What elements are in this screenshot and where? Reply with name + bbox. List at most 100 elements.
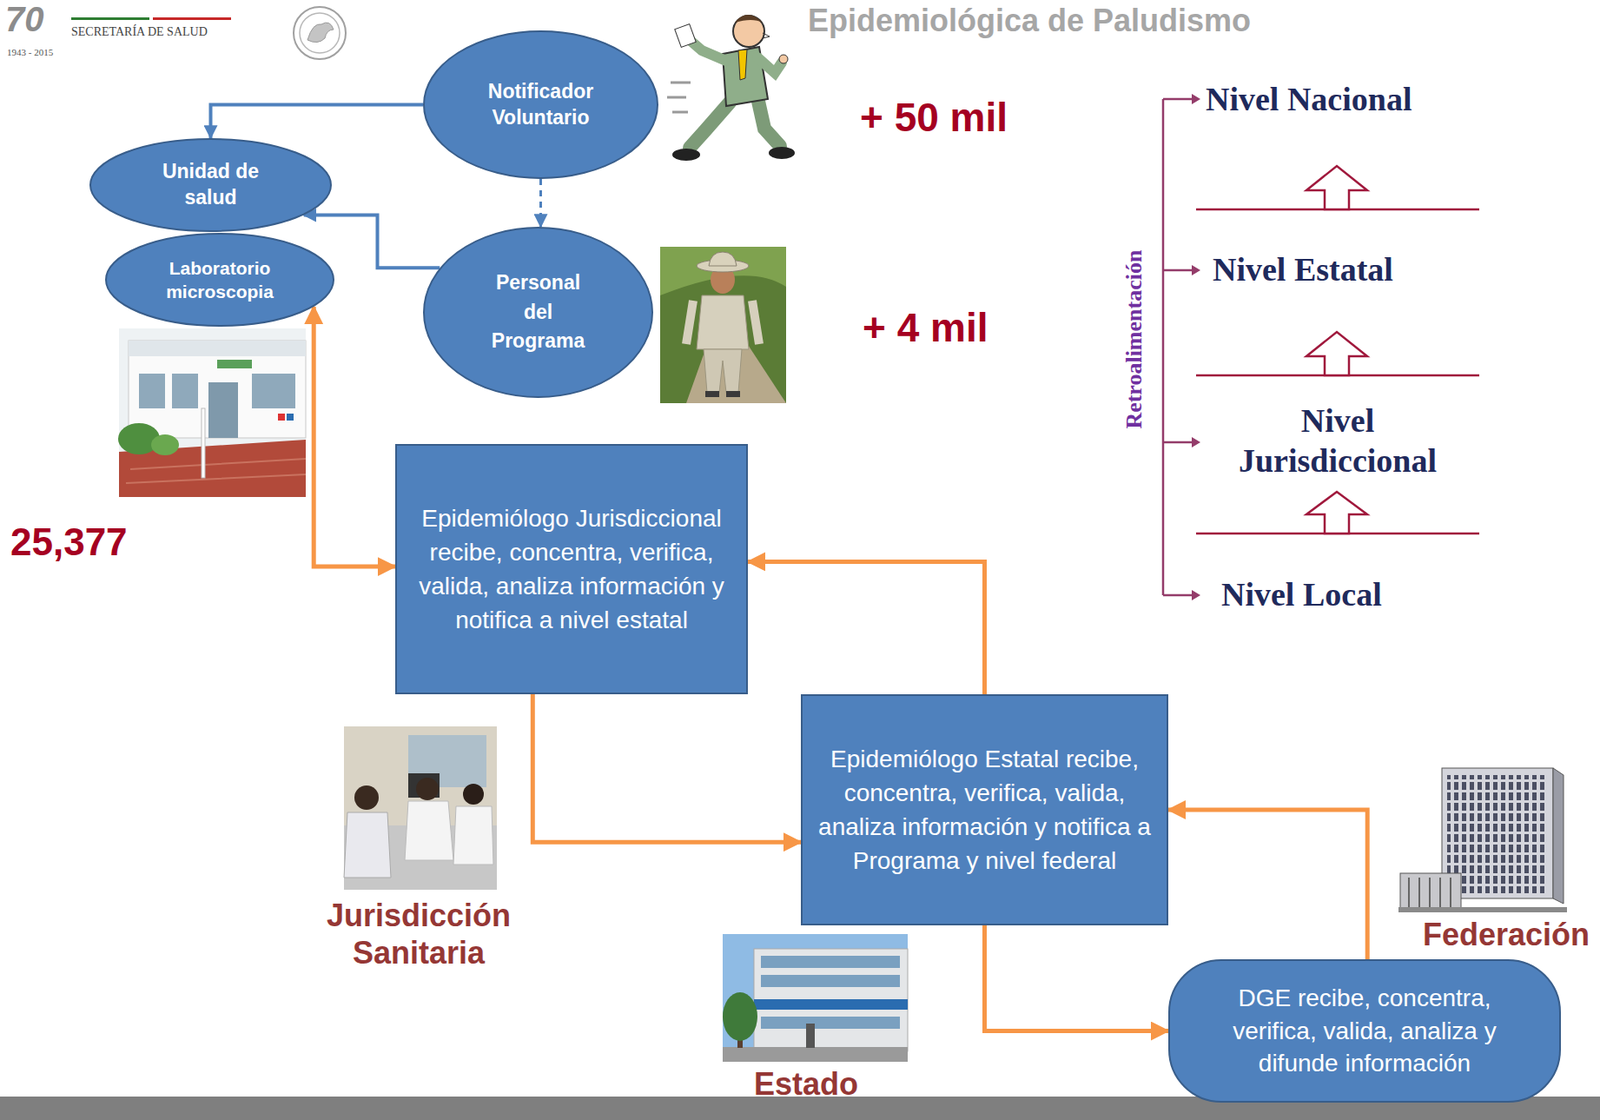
running-man-cartoon [768, 146, 795, 159]
health-center-photo [119, 328, 306, 497]
source-ellipse-shape [423, 31, 658, 179]
office-photo [343, 726, 497, 890]
office-photo [343, 812, 391, 878]
health-center-photo [128, 340, 306, 357]
health-center-photo [125, 458, 306, 483]
flow-arrow [539, 178, 543, 227]
federal-building-illustration [1398, 767, 1567, 913]
level-separators [1306, 165, 1368, 210]
terminal-box-shape [1169, 959, 1561, 1102]
field-worker-photo [696, 295, 749, 350]
field-worker-photo [660, 246, 787, 404]
logo-graphic [152, 17, 232, 20]
federal-building-illustration [1408, 877, 1451, 908]
lab-ellipse: Laboratorio microscopia [105, 232, 335, 327]
place-label: Jurisdicción Sanitaria [297, 896, 541, 972]
process-box: Epidemiólogo Estatal recibe, concentra, … [800, 694, 1169, 926]
node-label: Laboratorio microscopia [145, 256, 294, 305]
field-worker-photo [705, 390, 720, 397]
flow-arrow [313, 306, 396, 567]
slide-title: Epidemiológica de Paludismo [807, 1, 1251, 40]
logo-graphic [307, 22, 334, 43]
health-center-photo [208, 382, 239, 438]
count-label: 25,377 [10, 519, 128, 566]
lab-ellipse-outline [105, 232, 335, 327]
field-worker-photo [660, 246, 787, 296]
lab-ellipse-shape [105, 233, 334, 326]
health-center-photo [151, 434, 179, 456]
state-building-photo [722, 933, 908, 1062]
feedback-bracket [1163, 99, 1194, 596]
running-man-cartoon [733, 15, 765, 47]
level-label: Nivel Local [1221, 575, 1382, 615]
process-box-outline [395, 443, 748, 695]
process-box-shape [801, 694, 1168, 925]
field-worker-photo [703, 349, 742, 393]
node-label: Notificador Voluntario [467, 79, 615, 132]
health-center-photo [171, 373, 199, 409]
health-center-photo [201, 408, 205, 478]
unit-ellipse: Unidad de salud [89, 138, 332, 232]
logo-years: 1943 - 2015 [6, 46, 53, 59]
flow-arrow [985, 925, 1170, 1032]
logo-graphic [71, 17, 150, 20]
health-center-photo [128, 340, 306, 438]
field-worker-photo [752, 300, 760, 344]
running-man-cartoon [738, 49, 748, 80]
running-man-cartoon [779, 54, 788, 64]
federal-building-illustration [1400, 872, 1462, 908]
logo-number: 70 [5, 1, 45, 37]
feedback-bracket [1162, 99, 1165, 596]
office-photo [462, 783, 484, 805]
office-photo [453, 806, 494, 865]
state-building-photo [760, 955, 900, 968]
unit-ellipse-shape [90, 138, 331, 232]
health-center-photo [118, 328, 306, 497]
running-man-cartoon [674, 24, 696, 48]
feedback-bracket [1163, 93, 1201, 601]
running-man-cartoon [667, 82, 691, 113]
health-center-photo [251, 373, 296, 409]
flow-arrow [304, 215, 441, 269]
place-label: Estado [753, 1064, 859, 1103]
level-separators [1196, 209, 1480, 534]
node-label: DGE recibe, concentra, verifica, valida,… [1203, 981, 1527, 1080]
level-label: Nivel Jurisdiccional [1198, 401, 1477, 481]
feedback-bracket [1191, 93, 1201, 601]
state-building-photo [722, 991, 758, 1041]
office-photo [404, 800, 454, 860]
health-center-photo [138, 373, 166, 409]
state-building-photo [806, 1023, 815, 1048]
state-building-photo [722, 1046, 908, 1062]
staff-ellipse-shape [423, 227, 653, 397]
state-building-photo [753, 998, 908, 1010]
running-man-cartoon [689, 102, 730, 148]
count-label: + 4 mil [862, 304, 988, 352]
running-man-cartoon [762, 33, 770, 39]
flow-arrow [211, 105, 424, 139]
flow-arrow [747, 561, 986, 695]
place-label: Federación [1389, 915, 1590, 953]
level-separators [1196, 165, 1480, 534]
office-photo [354, 785, 379, 810]
process-box-shape [396, 444, 748, 694]
logo-graphic [71, 6, 346, 60]
flow-arrow [1168, 809, 1368, 959]
running-man-cartoon [667, 14, 795, 161]
federal-building-illustration [1447, 774, 1548, 893]
flow-arrow [532, 694, 801, 842]
running-man-cartoon [734, 14, 763, 23]
running-man-cartoon [757, 57, 782, 73]
level-separators [1306, 331, 1368, 376]
state-building-photo [760, 974, 900, 987]
state-building-photo [753, 948, 908, 1052]
source-ellipse: Notificador Voluntario [423, 30, 659, 179]
node-label: Epidemiólogo Jurisdiccional recibe, conc… [407, 501, 736, 638]
level-label: Nivel Nacional [1205, 79, 1412, 120]
federal-building-illustration [1398, 906, 1567, 913]
logo-graphic [293, 6, 346, 60]
running-man-cartoon [757, 97, 781, 146]
logo-graphic [299, 13, 340, 53]
health-center-photo [217, 359, 252, 369]
